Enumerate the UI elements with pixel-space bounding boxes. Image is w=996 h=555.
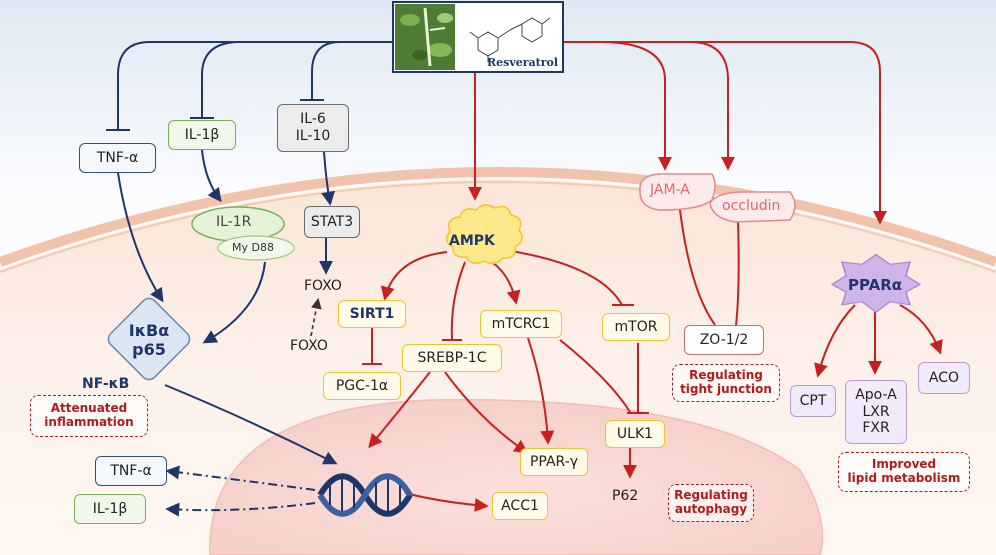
jama-label: JAM-A (650, 182, 690, 198)
arrow-to-occludin (689, 41, 735, 171)
outcome-lipid-line1: Improved (871, 457, 937, 472)
il1b-output-node: IL-1β (74, 494, 146, 524)
apoa-label: Apo-A (855, 386, 897, 403)
cell-membrane-inner (0, 181, 996, 273)
outcome-tight-line2: tight junction (680, 382, 772, 396)
ampk-cloud (445, 204, 523, 265)
arrow-srebp-to-pparg (444, 371, 529, 454)
arrow-foxo-translocation (310, 297, 322, 337)
outcome-tight-junction: Regulating tight junction (672, 364, 780, 402)
myd88-ellipse (217, 235, 295, 261)
il1r-label: IL-1R (216, 214, 252, 230)
outcome-inflammation-line2: inflammation (44, 415, 134, 429)
aco-node: ACO (918, 362, 970, 394)
ampk-label: AMPK (449, 233, 495, 249)
nfkb-label: NF-κB (82, 376, 130, 392)
ikba-diamond (107, 297, 191, 381)
srebp1c-node: SREBP-1C (402, 344, 502, 372)
mtcrc1-node: mTCRC1 (480, 310, 562, 338)
fxr-label: FXR (862, 420, 890, 437)
arrow-ppara-to-aco (899, 304, 943, 355)
il10-label: IL-10 (295, 128, 331, 144)
lxr-label: LXR (862, 403, 890, 420)
arrow-ampk-to-sirt1 (380, 251, 448, 301)
line-occludin-zo (735, 219, 740, 326)
ppara-star (830, 253, 922, 314)
outcome-inflammation: Attenuated inflammation (30, 395, 148, 437)
tnf-alpha-output-node: TNF-α (95, 456, 167, 486)
mtor-node: mTOR (602, 313, 670, 341)
ulk1-node: ULK1 (605, 420, 665, 448)
p62-label: P62 (612, 488, 639, 504)
pgc1a-node: PGC-1α (323, 372, 401, 400)
foxo-bottom-label: FOXO (290, 338, 328, 354)
inhibit-line-tnf (117, 41, 395, 130)
ppara-label: PPARα (848, 276, 903, 294)
arrow-to-jama (599, 41, 672, 171)
cpt-node: CPT (790, 385, 836, 417)
arrow-to-ppara (560, 41, 887, 225)
myd88-label: My D88 (232, 241, 274, 254)
zo12-node: ZO-1/2 (684, 325, 764, 355)
outcome-lipid-line2: lipid metabolism (847, 471, 961, 485)
sirt1-node: SIRT1 (338, 300, 406, 328)
p65-label: p65 (132, 340, 166, 359)
occludin-shape (709, 191, 796, 223)
dna-icon (317, 473, 413, 517)
outcome-inflammation-line1: Attenuated (50, 401, 128, 416)
acc1-node: ACC1 (492, 492, 548, 520)
arrow-myd88-to-ikba (202, 261, 266, 344)
resveratrol-header (392, 1, 564, 73)
arrow-srebp-to-dna (368, 371, 431, 449)
arrow-nfkb-to-dna (164, 384, 338, 465)
il1b-node: IL-1β (168, 120, 236, 150)
outcome-autophagy-line2: autophagy (674, 502, 748, 516)
apoa-lxr-fxr-node: Apo-A LXR FXR (845, 380, 907, 444)
compound-label: Resveratrol (487, 56, 559, 69)
foxo-top-label: FOXO (304, 278, 342, 294)
arrow-il10-to-stat3 (321, 151, 335, 206)
arrow-mtcrc1-to-pparg (527, 337, 555, 445)
il6-il10-node: IL-6 IL-10 (277, 104, 349, 152)
ppar-gamma-node: PPAR-γ (520, 448, 588, 476)
occludin-label: occludin (722, 198, 781, 214)
tnf-alpha-node: TNF-α (79, 143, 156, 173)
arrow-il1b-to-il1r (201, 149, 222, 203)
chemical-structure (469, 17, 551, 62)
arrow-tnf-to-ikba (117, 172, 164, 303)
arrow-dna-to-acc1 (404, 492, 489, 513)
line-jama-zo (679, 209, 716, 326)
ikba-label: IκBα (128, 320, 170, 340)
arrow-ppara-to-cpt (814, 304, 856, 378)
il6-label: IL-6 (300, 111, 326, 128)
stat3-node: STAT3 (304, 206, 360, 238)
outcome-lipid-metabolism: Improved lipid metabolism (838, 452, 970, 492)
outcome-tight-line1: Regulating (689, 368, 763, 383)
outcome-autophagy-line1: Regulating (674, 488, 748, 503)
cell-membrane (0, 167, 996, 267)
outcome-autophagy: Regulating autophagy (668, 484, 754, 522)
arrow-ampk-to-mtcrc1 (491, 261, 521, 305)
ikba-p65-label: IκBα p65 (120, 315, 178, 365)
